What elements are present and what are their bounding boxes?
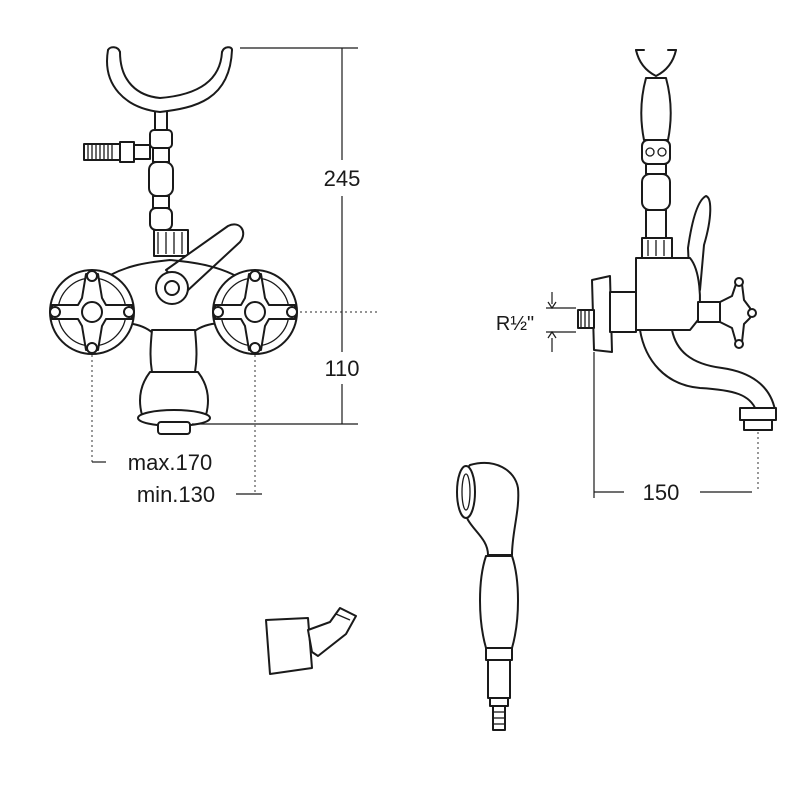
dimension-max170-label: max.170 <box>128 450 212 475</box>
dimension-150-label: 150 <box>643 480 680 505</box>
dimension-245-label: 245 <box>324 166 361 191</box>
hose-connector <box>83 141 151 163</box>
spout-front <box>137 329 211 435</box>
right-cross-handle <box>212 269 298 355</box>
hand-shower <box>456 462 520 731</box>
side-view <box>546 49 777 498</box>
front-view <box>49 46 380 495</box>
dimension-min130-label: min.130 <box>137 482 215 507</box>
left-cross-handle <box>49 269 135 355</box>
wall-bracket <box>265 607 357 675</box>
shower-hook <box>106 46 233 131</box>
thread-size-label: R½" <box>496 313 534 335</box>
dimension-110-label: 110 <box>324 356 359 381</box>
diverter-lever <box>155 223 245 305</box>
riser-column <box>148 129 189 257</box>
